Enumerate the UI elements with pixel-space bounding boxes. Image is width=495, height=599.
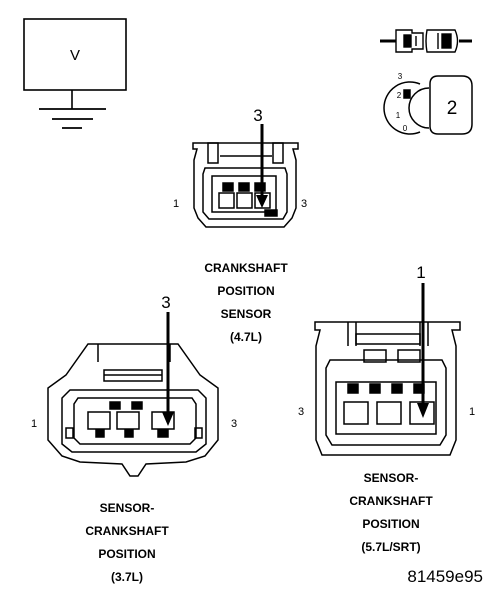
ignition-pos-3: 3: [398, 72, 403, 81]
probe-pin-5-7l-srt: 1: [416, 263, 425, 282]
pin-left-5-7l-srt: 3: [298, 406, 304, 418]
probe-pin-3-7l: 3: [161, 293, 170, 312]
label-5-7l-srt-line4: (5.7L/SRT): [361, 540, 420, 554]
disconnect-connector-icon: [380, 29, 472, 53]
pin-left-4-7l: 1: [173, 198, 179, 210]
label-3-7l-line3: POSITION: [98, 547, 155, 561]
label-4-7l-line3: SENSOR: [221, 307, 272, 321]
label-4-7l-line1: CRANKSHAFT: [204, 261, 288, 275]
probe-arrow-3-7l: [162, 412, 174, 426]
pin-right-3-7l: 3: [231, 418, 237, 430]
connector-5-7l-srt: [314, 321, 461, 456]
label-4-7l-line4: (4.7L): [230, 330, 262, 344]
figure-number: 81459e95: [407, 567, 483, 586]
label-4-7l-line2: POSITION: [217, 284, 274, 298]
pin-left-3-7l: 1: [31, 418, 37, 430]
ignition-key-position: 2: [447, 98, 458, 119]
label-3-7l-line1: SENSOR-: [100, 501, 155, 515]
pin-right-5-7l-srt: 1: [469, 406, 475, 418]
probe-arrow-4-7l: [256, 195, 268, 208]
probe-pin-4-7l: 3: [253, 106, 262, 125]
label-3-7l-line4: (3.7L): [111, 570, 143, 584]
label-3-7l-line2: CRANKSHAFT: [85, 524, 169, 538]
label-5-7l-srt-line1: SENSOR-: [364, 471, 419, 485]
voltmeter: [23, 18, 127, 129]
probe-arrow-5-7l-srt: [417, 403, 429, 418]
pin-right-4-7l: 3: [301, 198, 307, 210]
label-5-7l-srt-line2: CRANKSHAFT: [349, 494, 433, 508]
voltmeter-symbol: V: [70, 47, 80, 64]
connector-4-7l: [192, 142, 299, 228]
ignition-switch-icon: [383, 75, 473, 135]
ignition-pos-2: 2: [397, 91, 402, 100]
connector-3-7l: [47, 343, 219, 477]
ignition-pos-1: 1: [396, 111, 401, 120]
ignition-pos-0: 0: [403, 124, 408, 133]
label-5-7l-srt-line3: POSITION: [362, 517, 419, 531]
